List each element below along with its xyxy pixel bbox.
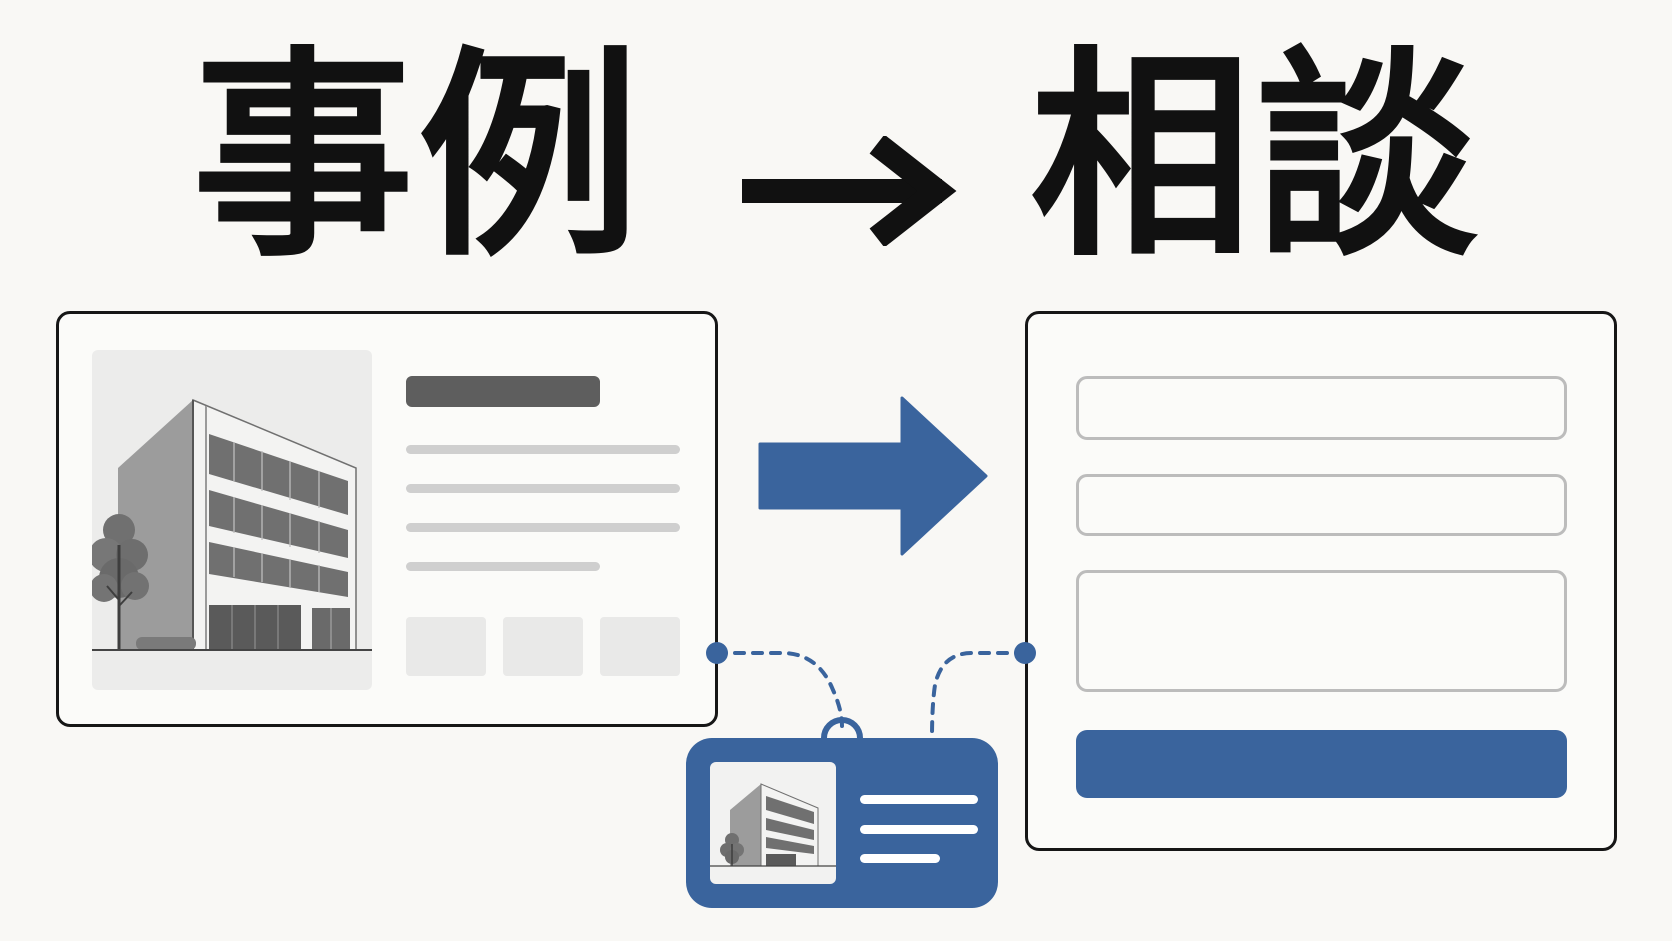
case-thumbnail: [503, 617, 583, 676]
form-input-field[interactable]: [1076, 376, 1567, 440]
case-text-line: [406, 445, 680, 454]
case-text-line: [406, 484, 680, 493]
case-thumbnail: [600, 617, 680, 676]
mini-text-line: [860, 795, 978, 804]
case-text-line: [406, 562, 600, 571]
headline-from-label: 事例: [192, 29, 644, 287]
headline-arrow-icon: [742, 136, 957, 246]
case-title-placeholder: [406, 376, 600, 407]
case-thumbnail: [406, 617, 486, 676]
case-photo: [92, 350, 372, 690]
form-textarea-field[interactable]: [1076, 570, 1567, 692]
case-reference-card[interactable]: [686, 738, 998, 908]
case-text-line: [406, 523, 680, 532]
submit-button[interactable]: [1076, 730, 1567, 798]
headline-to-label: 相談: [1030, 29, 1482, 287]
headline: 事例 相談: [0, 38, 1672, 278]
mini-case-photo: [710, 762, 836, 884]
form-input-field[interactable]: [1076, 474, 1567, 536]
mini-text-line: [860, 854, 940, 863]
right-arrow-icon: [758, 396, 988, 556]
office-building-icon: [710, 783, 836, 867]
mini-text-line: [860, 825, 978, 834]
office-building-icon: [92, 398, 372, 651]
